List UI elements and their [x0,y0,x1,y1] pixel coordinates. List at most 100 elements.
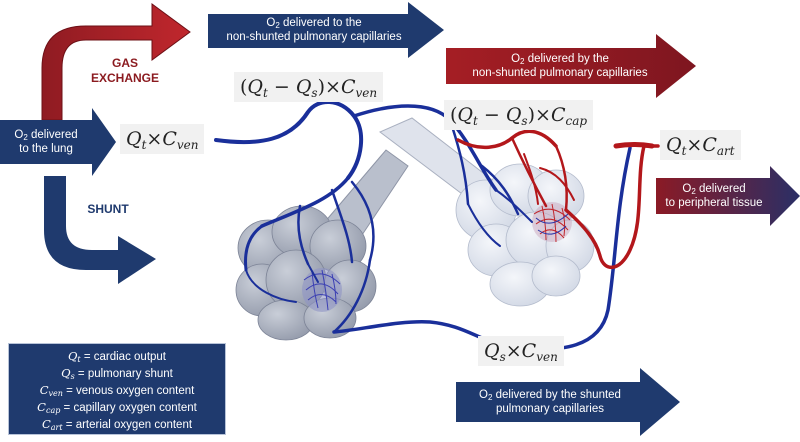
eq-operator: × [686,134,703,156]
eq-symbol: Q [67,349,78,363]
label-line-1: delivered by the [527,53,609,65]
label-line-1: delivered by the shunted [495,389,621,401]
label-line-2: to peripheral tissue [665,197,763,209]
label-line-1: delivered [698,183,746,195]
label-line-2: pulmonary capillaries [495,403,605,415]
o2-to-lung-label: O2 delivered to the lung [2,128,90,156]
eq-subscript: s [499,350,506,364]
equation-qt-qs-cven: (Qt − Qs)×Cven [234,72,384,102]
label-line-2: EXCHANGE [90,71,159,85]
o2-subscript: 2 [520,57,525,66]
eq-symbol: C [340,76,356,98]
eq-operator: × [505,340,522,362]
eq-subscript: t [681,144,687,158]
gas-exchange-arrow [41,3,191,121]
legend-text: = arterial oxygen content [65,419,193,431]
o2-to-lung-arrow [0,108,116,176]
legend-symbol: Ccap [37,400,61,415]
eq-subscript: ven [48,389,63,398]
o2-by-shunted-label: O2 delivered by the shunted pulmonary ca… [460,388,640,416]
eq-operator: × [146,128,163,150]
o2-subscript: 2 [691,187,696,196]
eq-symbol: C [37,400,46,414]
eq-symbol: Q [247,76,263,98]
label-line-2: non-shunted pulmonary capillaries [472,67,648,79]
legend-text: = pulmonary shunt [77,368,173,380]
o2-symbol: O [682,183,692,195]
eq-operator: ( [240,76,248,98]
legend-box: Qt = cardiac output Qs = pulmonary shunt… [8,343,226,435]
o2-to-nonshunted-label: O2 delivered to the non-shunted pulmonar… [216,16,412,44]
arterial-vessels [456,129,660,269]
eq-symbol: C [41,417,51,431]
equation-qt-qs-ccap: (Qt − Qs)×Ccap [444,100,594,130]
legend-row-venous: Cven = venous oxygen content [9,382,225,399]
eq-operator: − [273,76,290,98]
o2-symbol: O [14,129,24,141]
legend-text: = capillary oxygen content [63,402,197,414]
venous-vessels [214,100,632,351]
eq-symbol: Q [457,104,473,126]
legend-symbol: Cven [39,383,63,398]
eq-subscript: ven [355,86,378,100]
eq-operator: − [483,104,500,126]
legend-row-cardiac-output: Qt = cardiac output [9,348,225,365]
label-line-2: non-shunted pulmonary capillaries [226,31,402,43]
eq-subscript: art [50,423,63,432]
eq-symbol: Q [666,134,682,156]
shunt-arrow [44,176,156,284]
o2-symbol: O [511,53,521,65]
o2-by-nonshunted-arrow [446,34,696,98]
legend-symbol: Cart [41,417,63,432]
o2-by-shunted-arrow [456,368,680,436]
eq-symbol: C [39,383,49,397]
eq-symbol: Q [295,76,312,98]
eq-operator: × [535,104,551,126]
legend-symbol: Qs [61,366,75,381]
eq-symbol: Q [61,366,71,380]
shunt-label: SHUNT [87,202,129,216]
label-line-1: delivered to the [282,17,362,29]
o2-subscript: 2 [23,133,28,142]
o2-to-tissue-arrow [656,166,800,226]
legend-row-pulmonary-shunt: Qs = pulmonary shunt [9,365,225,382]
equation-qs-cven: Qs×Cven [478,336,564,366]
o2-subscript: 2 [487,393,493,402]
legend-row-capillary: Ccap = capillary oxygen content [9,399,225,416]
eq-subscript: t [141,138,147,152]
legend-symbol: Qt [67,349,81,364]
eq-operator: ( [450,104,458,126]
eq-operator: × [325,76,341,98]
o2-to-tissue-label: O2 delivered to peripheral tissue [660,182,768,210]
shunted-alveoli [235,205,377,341]
o2-symbol: O [479,389,488,401]
eq-subscript: ven [176,138,199,152]
eq-subscript: s [311,86,318,100]
eq-subscript: cap [45,406,61,415]
eq-subscript: s [521,114,528,128]
eq-subscript: t [77,355,81,364]
eq-operator: ) [317,76,326,98]
equation-qt-cart: Qt×Cart [660,130,741,160]
eq-symbol: Q [505,104,522,126]
nonshunted-alveoli [455,163,595,307]
eq-symbol: C [162,128,177,150]
eq-operator: ) [527,104,536,126]
label-line-1: GAS [111,56,138,70]
eq-subscript: t [263,86,268,100]
o2-to-nonshunted-arrow [208,2,444,58]
eq-subscript: ven [536,350,558,364]
eq-symbol: Q [484,340,500,362]
label-line-2: to the lung [19,143,73,155]
eq-symbol: C [550,104,566,126]
o2-symbol: O [266,17,276,29]
eq-subscript: t [473,114,478,128]
eq-symbol: Q [126,128,142,150]
legend-text: = venous oxygen content [66,385,195,397]
label-line-1: delivered [30,129,78,141]
eq-symbol: C [521,340,537,362]
eq-symbol: C [702,134,717,156]
gas-exchange-label: GAS EXCHANGE [82,56,168,86]
o2-subscript: 2 [275,21,280,30]
